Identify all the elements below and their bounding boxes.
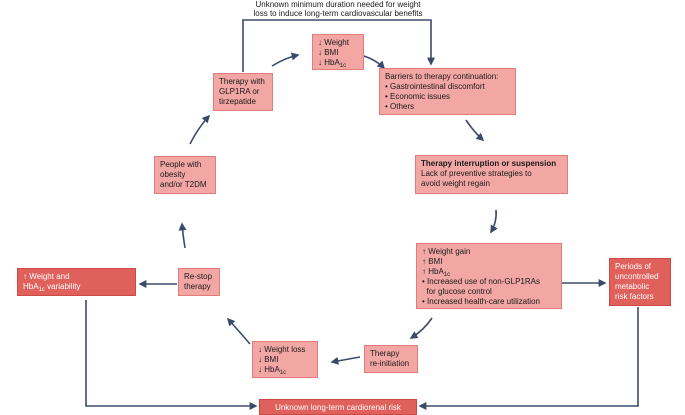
box-people: People with obesity and/or T2DM <box>154 156 216 194</box>
arrow-reinit-to-loss <box>330 356 361 365</box>
gain-line-3: ↑ HbA1c <box>422 267 451 278</box>
gain-line-2: ↑ BMI <box>422 257 443 266</box>
gain-line-1: ↑ Weight gain <box>422 247 471 256</box>
arrow-barriers-to-interruption <box>465 119 485 142</box>
barriers-title: Barriers to therapy continuation: <box>385 72 499 81</box>
people-line-2: obesity <box>160 170 186 179</box>
arrow-interruption-to-gain <box>490 209 498 234</box>
reinit-line-2: re-initiation <box>370 359 410 368</box>
arrow-periods-to-cardiorenal <box>418 307 639 410</box>
box-barriers: Barriers to therapy continuation: • Gast… <box>379 68 516 115</box>
reinit-line-1: Therapy <box>370 349 400 358</box>
box-periods: Periods of uncontrolled metabolic risk f… <box>609 258 671 306</box>
restop-line-1: Re-stop <box>184 272 213 281</box>
box-reinitiation: Therapy re-initiation <box>364 345 418 373</box>
loss-line-1: ↓ Weight loss <box>258 345 306 354</box>
periods-line-3: metabolic <box>615 282 650 291</box>
barriers-item-1: • Gastrointestinal discomfort <box>385 82 485 91</box>
top-note: Unknown minimum duration needed for weig… <box>188 0 488 18</box>
gain-item-1-cont: for glucose control <box>426 287 492 296</box>
box-weight-gain: ↑ Weight gain ↑ BMI ↑ HbA1c • Increased … <box>416 243 562 309</box>
arrow-gain-to-reinit <box>409 317 433 339</box>
interruption-line-1: Lack of preventive strategies to <box>421 169 532 178</box>
arrow-loss-to-restop <box>226 317 251 345</box>
interruption-title: Therapy interruption or suspension <box>421 159 557 168</box>
interruption-line-2: avoid weight regain <box>421 179 490 188</box>
variability-line-1: ↑ Weight and <box>23 272 70 281</box>
gain-item-1: • Increased use of non-GLP1RAs <box>422 277 540 286</box>
arrow-restop-to-people <box>178 222 187 249</box>
periods-line-2: uncontrolled <box>615 272 659 281</box>
therapy-glp-line-3: tirzepatide <box>219 97 256 106</box>
arrow-top-loop <box>242 19 435 72</box>
therapy-glp-line-2: GLP1RA or <box>219 87 260 96</box>
arrow-weight-to-barriers <box>363 55 386 70</box>
box-therapy-glp1ra: Therapy with GLP1RA or tirzepatide <box>213 73 273 111</box>
cardiorenal-label: Unknown long-term cardiorenal risk <box>275 403 401 412</box>
arrow-therapy-to-weight <box>271 52 300 67</box>
box-weight-top: ↓ Weight ↓ BMI ↓ HbA1c <box>312 34 364 70</box>
box-cardiorenal: Unknown long-term cardiorenal risk <box>259 399 417 415</box>
barriers-item-2: • Economic issues <box>385 92 451 101</box>
weight-top-line-1: ↓ Weight <box>318 38 349 47</box>
arrow-people-to-therapy <box>189 114 211 145</box>
periods-line-4: risk factors <box>615 292 654 301</box>
box-variability: ↑ Weight and HbA1c variability <box>17 268 136 296</box>
weight-top-line-2: ↓ BMI <box>318 48 339 57</box>
arrow-variability-to-cardiorenal <box>85 300 258 410</box>
weight-top-line-3: ↓ HbA1c <box>318 58 347 69</box>
gain-item-2: • Increased health-care utilization <box>422 297 540 306</box>
loss-line-3: ↓ HbA1c <box>258 365 287 376</box>
box-interruption: Therapy interruption or suspension Lack … <box>415 155 568 194</box>
top-note-line-2: loss to induce long-term cardiovascular … <box>253 9 423 18</box>
variability-line-2: HbA1c variability <box>23 282 81 293</box>
periods-line-1: Periods of <box>615 262 652 271</box>
people-line-1: People with <box>160 160 202 169</box>
box-restop: Re-stop therapy <box>178 268 220 296</box>
barriers-item-3: • Others <box>385 102 415 111</box>
therapy-glp-line-1: Therapy with <box>219 77 265 86</box>
people-line-3: and/or T2DM <box>160 180 207 189</box>
top-note-line-1: Unknown minimum duration needed for weig… <box>255 0 421 9</box>
loss-line-2: ↓ BMI <box>258 355 279 364</box>
box-weight-loss: ↓ Weight loss ↓ BMI ↓ HbA1c <box>252 341 318 378</box>
restop-line-2: therapy <box>184 282 211 291</box>
